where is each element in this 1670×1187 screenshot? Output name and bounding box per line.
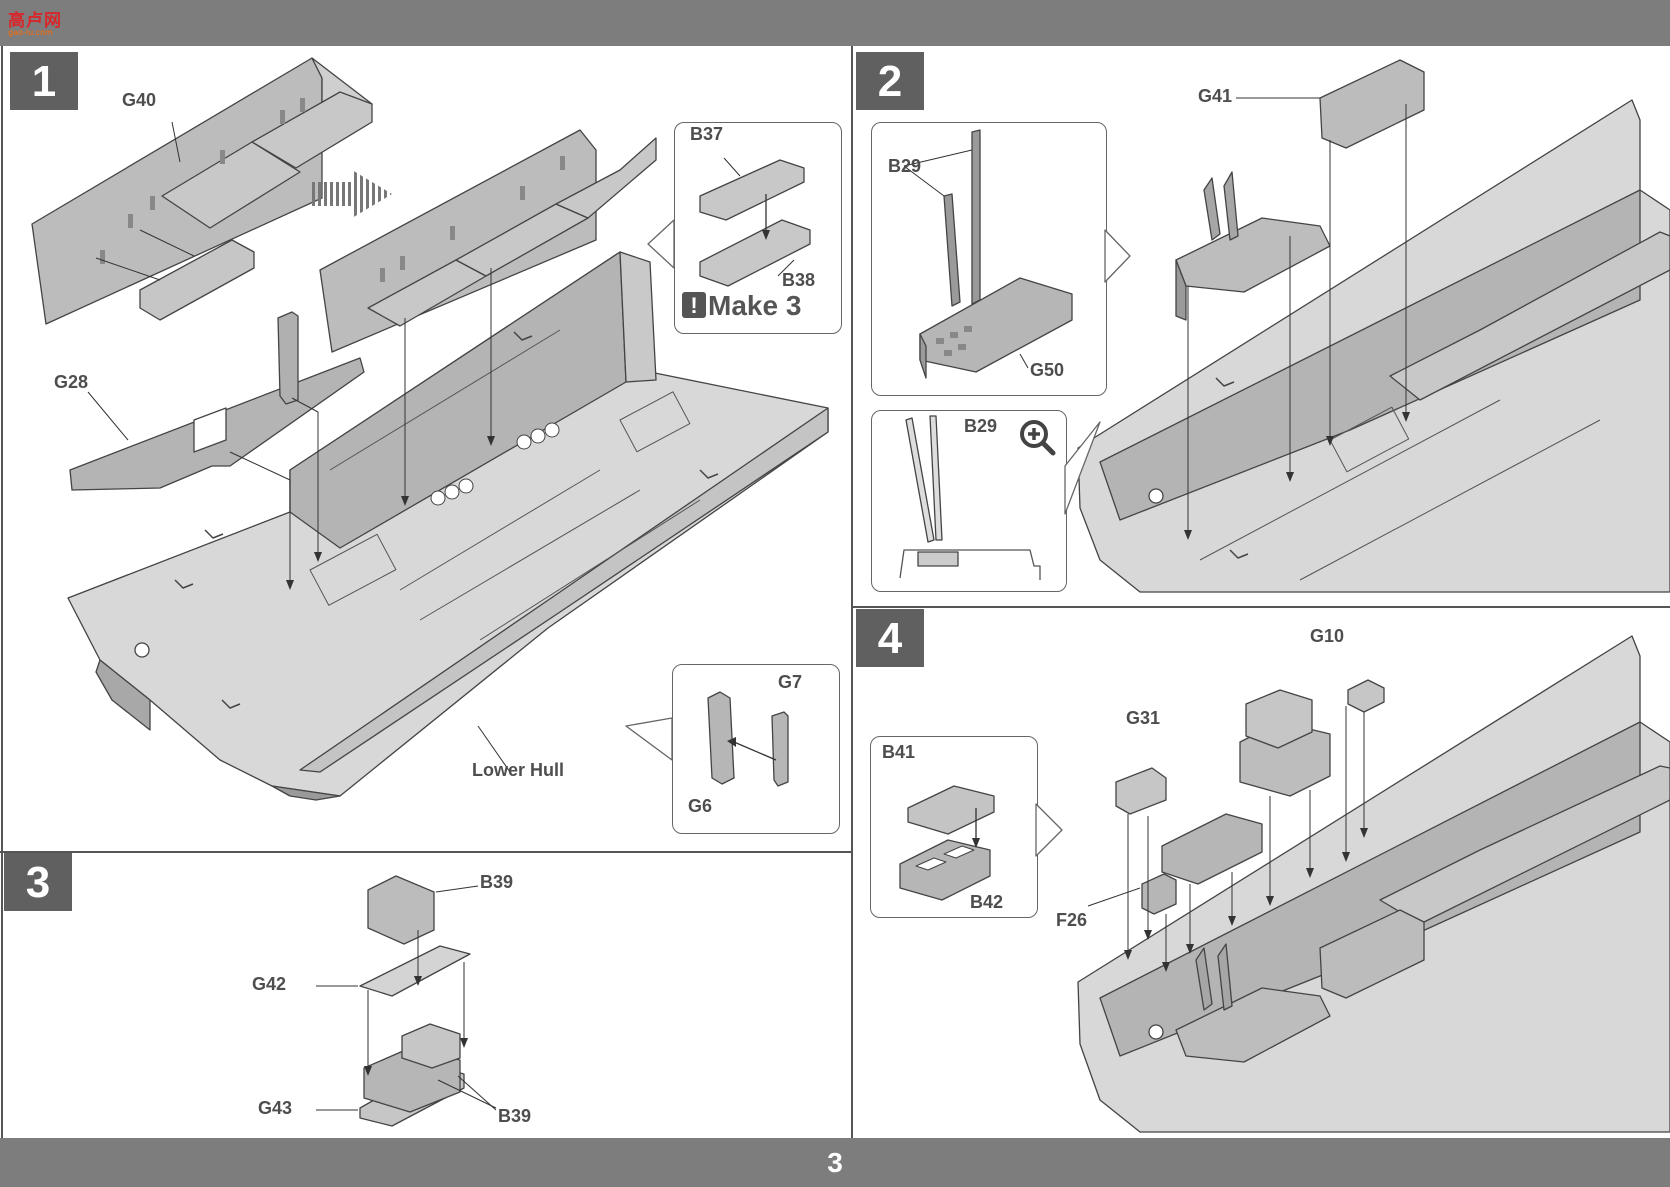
part-b42 (899, 839, 991, 901)
step-2-badge: 2 (856, 52, 924, 110)
horizontal-divider-left (0, 851, 851, 853)
make-3-text: Make 3 (708, 290, 802, 321)
label-b38: B38 (782, 270, 816, 290)
part-g41 (1319, 59, 1425, 149)
striped-arrow-icon (312, 170, 392, 218)
step-1-badge: 1 (10, 52, 78, 110)
part-pad-loose (139, 239, 255, 321)
step-3-badge: 3 (4, 853, 72, 911)
label-g42: G42 (252, 974, 287, 994)
horizontal-divider-right (852, 606, 1670, 608)
part-b29-detail (905, 417, 935, 543)
part-g50 (919, 277, 1073, 373)
label-b37: B37 (690, 124, 724, 144)
label-g31: G31 (1126, 708, 1161, 728)
logo-text: 高卢网 (8, 11, 62, 31)
part-b29-b (971, 129, 981, 305)
make-3-note: !Make 3 (682, 290, 801, 322)
exclamation-icon: ! (682, 292, 706, 318)
label-g28: G28 (54, 372, 89, 392)
top-band (0, 0, 1670, 46)
label-g40: G40 (122, 90, 157, 110)
label-b41: B41 (882, 742, 916, 762)
part-b29-a (943, 193, 961, 307)
part-g6 (707, 691, 735, 785)
step-1-callout-g6-g7 (672, 664, 840, 834)
label-g43: G43 (258, 1098, 293, 1118)
label-b29: B29 (888, 156, 922, 176)
label-g7: G7 (778, 672, 803, 692)
part-b37 (699, 159, 805, 221)
logo-subtext: gao-lu.com (8, 28, 53, 37)
label-g10: G10 (1310, 626, 1345, 646)
label-lower-hull: Lower Hull (472, 760, 565, 780)
label-b42: B42 (970, 892, 1004, 912)
label-b29-detail: B29 (964, 416, 998, 436)
part-g31 (1115, 767, 1167, 815)
label-g50: G50 (1030, 360, 1065, 380)
part-b42-assembly (1161, 813, 1263, 885)
site-logo: 高卢网 gao-lu.com (8, 6, 72, 37)
label-b39-top: B39 (480, 872, 514, 892)
label-b39-bottom: B39 (498, 1106, 532, 1126)
part-g10 (1347, 679, 1385, 713)
part-b38 (699, 219, 811, 287)
left-border (1, 46, 3, 1138)
page-number: 3 (827, 1147, 843, 1178)
part-g42 (359, 945, 471, 997)
part-b39-top (367, 875, 435, 945)
bottom-band (0, 1138, 1670, 1187)
label-f26: F26 (1056, 910, 1088, 930)
part-b41 (907, 785, 995, 835)
vertical-divider (851, 46, 853, 1138)
part-f26 (1141, 873, 1177, 915)
part-g6-loose (277, 311, 299, 405)
step-4-badge: 4 (856, 609, 924, 667)
magnifier-plus-icon (1020, 420, 1056, 456)
label-g6: G6 (688, 796, 713, 816)
label-g41: G41 (1198, 86, 1233, 106)
part-g7 (771, 711, 789, 787)
